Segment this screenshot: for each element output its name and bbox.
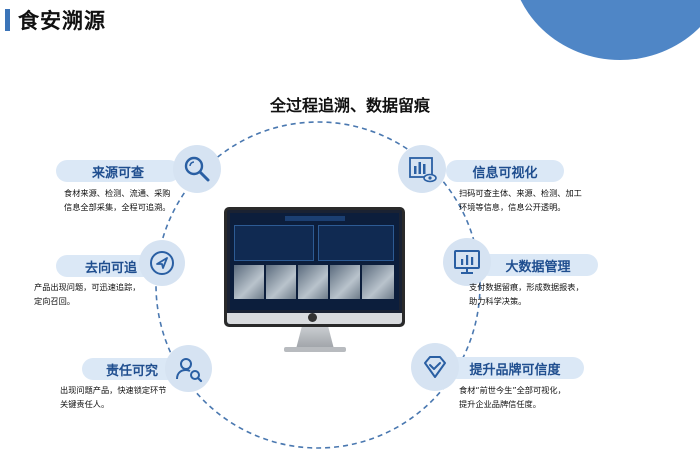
- feature-desc-brand: 食材“前世今生”全部可视化， 提升企业品牌信任度。: [459, 385, 566, 409]
- page-title: 食安溯源: [18, 9, 106, 33]
- feature-title-source: 来源可查: [56, 160, 180, 182]
- screen-panel-left: [234, 225, 314, 261]
- feature-desc-bigdata: 支付数据留痕，形成数据报表， 助力科学决策。: [469, 282, 584, 306]
- feature-desc-visual: 扫码可查主体、来源、检测、加工 环境等信息，信息公开透明。: [459, 188, 582, 212]
- feature-desc-destination: 产品出现问题，可迅速追踪， 定向召回。: [34, 282, 141, 306]
- monitor-foot: [284, 347, 346, 352]
- magnifier-icon: [173, 145, 221, 193]
- monitor-frame: [224, 207, 405, 327]
- header-accent-bar: [5, 9, 10, 31]
- feature-desc-source: 食材来源、检测、流通、采购 信息全部采集，全程可追溯。: [64, 188, 171, 212]
- screen-photo: [234, 265, 264, 299]
- feature-title-brand: 提升品牌可信度: [446, 357, 584, 379]
- screen-panel-right: [318, 225, 394, 261]
- monitor-chart-icon: [443, 238, 491, 286]
- diamond-check-icon: [411, 343, 459, 391]
- chart-eye-icon: [398, 145, 446, 193]
- feature-title-destination: 去向可追: [56, 255, 166, 277]
- screen-photo: [298, 265, 328, 299]
- user-search-icon: [165, 345, 212, 392]
- feature-title-responsibility: 责任可究: [82, 358, 182, 380]
- screen-title-bar: [285, 216, 345, 221]
- navigation-arrow-icon: [139, 240, 185, 286]
- monitor-screen: [230, 213, 399, 310]
- section-subtitle: 全过程追溯、数据留痕: [269, 96, 430, 115]
- monitor-stand: [296, 327, 334, 349]
- screen-photo: [330, 265, 360, 299]
- screen-photo: [266, 265, 296, 299]
- dashboard-monitor: [224, 207, 405, 357]
- logo-icon: [308, 313, 317, 322]
- feature-desc-responsibility: 出现问题产品，快速锁定环节 关键责任人。: [60, 385, 167, 409]
- screen-photo: [362, 265, 394, 299]
- feature-title-visual: 信息可视化: [446, 160, 564, 182]
- feature-title-bigdata: 大数据管理: [478, 254, 598, 276]
- page-header: 食安溯源: [5, 6, 106, 34]
